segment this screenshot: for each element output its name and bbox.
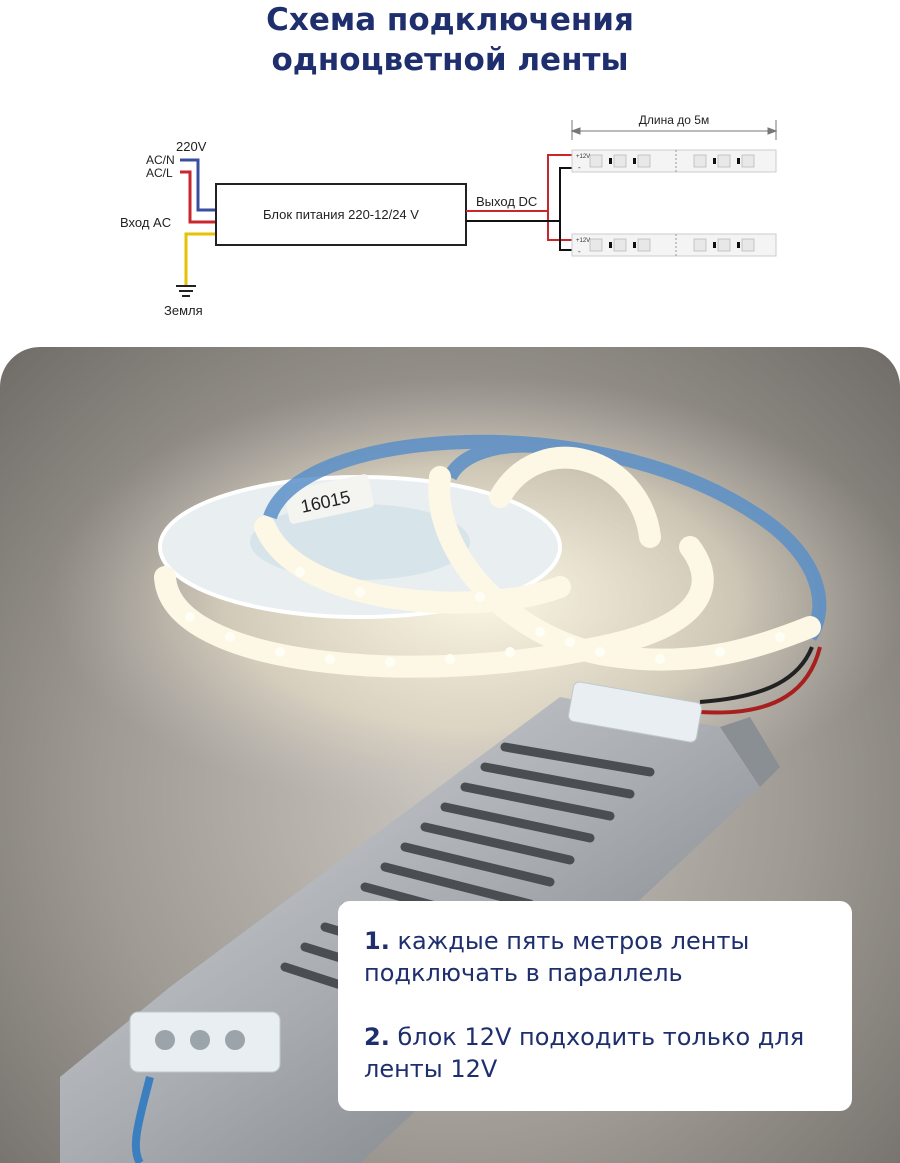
strip-top-minus-label: - — [578, 163, 581, 172]
strip-bottom-plus-label: +12V — [576, 238, 590, 244]
title-line-1: Схема подключения — [266, 2, 634, 38]
led-strip-top: +12V - — [571, 149, 777, 173]
strip-top-plus-label: +12V — [576, 154, 590, 160]
strip-bottom-minus-label: - — [578, 247, 581, 256]
note-1-text: каждые пять метров ленты подключать в па… — [364, 927, 750, 987]
psu-label: Блок питания 220-12/24 V — [263, 207, 419, 222]
led-dots — [185, 567, 785, 667]
ac-l-label: AC/L — [146, 166, 173, 180]
ac-neutral-wire — [180, 158, 216, 212]
wiring-diagram: 220V AC/N AC/L Вход AC Земля Блок питани… — [120, 113, 778, 318]
photo-wires — [699, 646, 822, 715]
note-2: 2. блок 12V подходить только для ленты 1… — [364, 1021, 826, 1085]
ground-wire — [184, 232, 216, 285]
dc-minus-wire — [466, 167, 572, 251]
ground-symbol — [176, 285, 196, 297]
note-2-text: блок 12V подходить только для ленты 12V — [364, 1023, 805, 1083]
voltage-label: 220V — [176, 139, 207, 154]
led-strip-bottom: +12V - — [571, 233, 777, 257]
note-1: 1. каждые пять метров ленты подключать в… — [364, 925, 826, 989]
dc-output-label: Выход DC — [476, 194, 537, 209]
note-1-number: 1. — [364, 927, 390, 955]
psu-box — [215, 183, 467, 246]
ac-input-label: Вход AC — [120, 215, 171, 230]
note-2-number: 2. — [364, 1023, 390, 1051]
title-line-2: одноцветной ленты — [271, 42, 629, 78]
notes-box: 1. каждые пять метров ленты подключать в… — [338, 901, 852, 1111]
length-label: Длина до 5м — [639, 113, 709, 127]
ground-label: Земля — [164, 303, 203, 318]
led-strip-loops — [154, 446, 821, 678]
page-title: Схема подключения одноцветной ленты — [0, 0, 900, 80]
ac-live-wire — [180, 170, 216, 224]
ac-n-label: AC/N — [146, 153, 175, 167]
length-dimension — [570, 120, 778, 140]
